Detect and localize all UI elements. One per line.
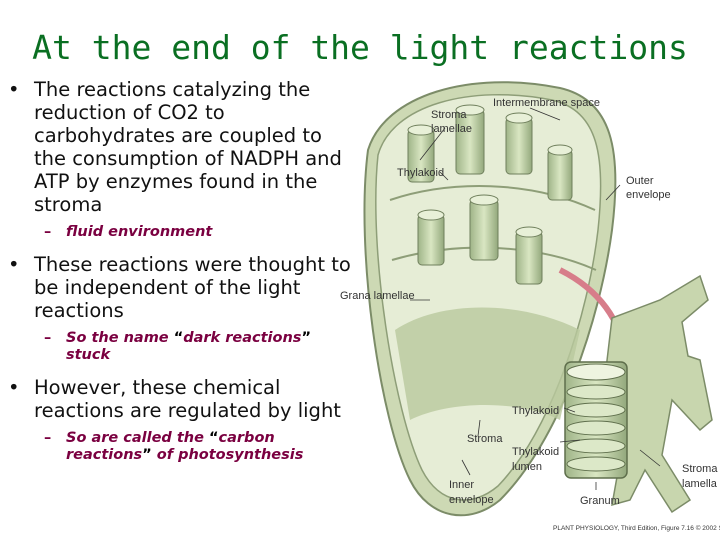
figure-credit: PLANT PHYSIOLOGY, Third Edition, Figure … — [553, 524, 720, 532]
leader-lines — [410, 107, 661, 490]
sub-prefix: So the name — [66, 330, 174, 346]
bullet-item: • However, these chemical reactions are r… — [6, 376, 358, 422]
close-quote: ” — [142, 447, 152, 463]
label-intermembrane-space: Intermembrane space — [493, 97, 600, 109]
bullet-text: The reactions catalyzing the reduction o… — [34, 78, 342, 216]
bullet-list: • The reactions catalyzing the reduction … — [6, 78, 358, 464]
slide-title: At the end of the light reactions — [32, 28, 688, 67]
bullet-icon: • — [8, 78, 20, 101]
sub-suffix: stuck — [66, 347, 111, 363]
enlarged-granum — [564, 274, 713, 514]
sub-emph: dark reactions — [183, 330, 302, 346]
bullet-icon: • — [8, 253, 20, 276]
sub-bullet: –So are called the “carbon reactions” of… — [6, 430, 358, 464]
sub-bullet: –fluid environment — [6, 224, 358, 241]
grana-stacks — [407, 104, 573, 285]
bullet-item: • These reactions were thought to be inde… — [6, 253, 358, 322]
dash-icon: – — [44, 224, 52, 240]
label-granum: Granum — [580, 495, 620, 507]
label-thylakoid-enlarged: Thylakoid — [512, 405, 559, 417]
sub-bullet-text: fluid environment — [66, 224, 213, 240]
label-stroma: Stroma — [467, 433, 503, 445]
chloroplast-illustration — [363, 81, 713, 517]
sub-prefix: So are called the — [66, 430, 209, 446]
bullet-text: These reactions were thought to be indep… — [34, 253, 351, 322]
sub-emph: carbon reactions — [66, 430, 275, 463]
dash-icon: – — [44, 330, 52, 346]
label-grana-lamellae: Grana lamellae — [340, 290, 415, 302]
dash-icon: – — [44, 430, 52, 446]
sub-suffix: of photosynthesis — [151, 447, 304, 463]
close-quote: ” — [301, 330, 311, 346]
label-thylakoid: Thylakoid — [397, 167, 444, 179]
bullet-text: However, these chemical reactions are re… — [34, 376, 341, 422]
bullet-item: • The reactions catalyzing the reduction … — [6, 78, 358, 216]
open-quote: “ — [173, 330, 184, 346]
bullet-icon: • — [8, 376, 20, 399]
sub-bullet: –So the name “dark reactions” stuck — [6, 330, 358, 364]
open-quote: “ — [209, 430, 219, 446]
